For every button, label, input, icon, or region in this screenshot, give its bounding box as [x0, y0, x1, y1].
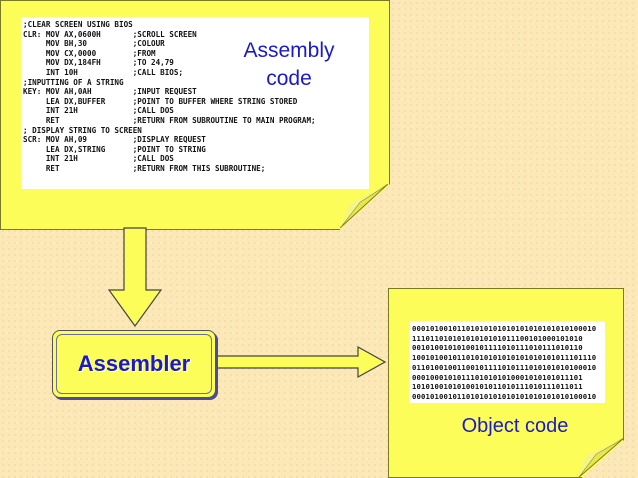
assembly-code-text: ;CLEAR SCREEN USING BIOS CLR: MOV AX,060…	[23, 20, 316, 173]
assembly-code-note: ;CLEAR SCREEN USING BIOS CLR: MOV AX,060…	[0, 0, 390, 230]
assembly-note-curl	[340, 184, 388, 228]
assembler-box: Assembler	[52, 330, 216, 398]
assembly-code-label: Assembly code	[243, 39, 335, 90]
object-code-binary: 0001010010110101010101010101010101010001…	[412, 324, 597, 401]
right-arrow	[213, 345, 387, 379]
object-note-curl	[578, 438, 624, 478]
assembler-label: Assembler	[77, 351, 191, 376]
assembly-code-listing: ;CLEAR SCREEN USING BIOS CLR: MOV AX,060…	[21, 17, 369, 189]
object-code-listing: 0001010010110101010101010101010101010001…	[409, 321, 605, 403]
object-code-note: 0001010010110101010101010101010101010001…	[388, 288, 624, 478]
assembler-inner-border	[56, 334, 212, 394]
down-arrow	[107, 227, 163, 328]
object-code-label: Object code	[461, 415, 569, 437]
